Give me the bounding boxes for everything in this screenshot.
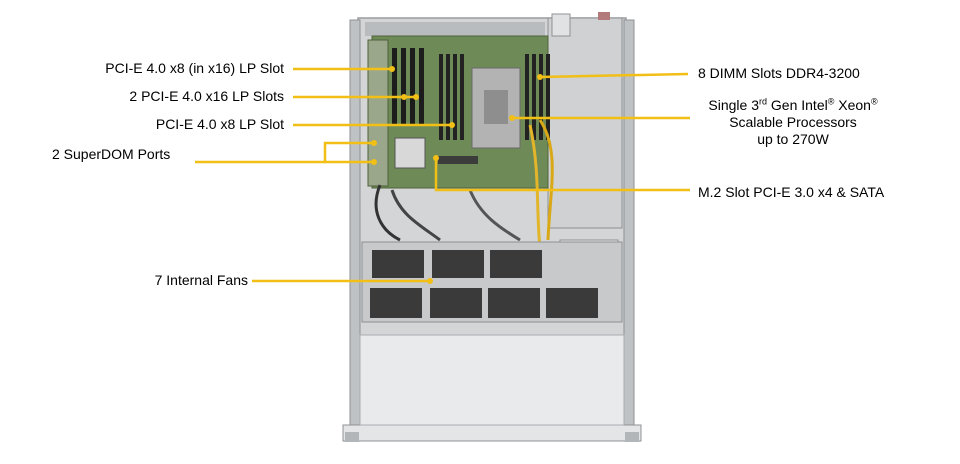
label-cpu-line2: Scalable Processors xyxy=(729,114,857,130)
dimm-bank-left-1 xyxy=(439,54,443,140)
m2-slot xyxy=(438,156,478,164)
dot-superdom-1 xyxy=(371,140,377,146)
pcie-slot-2 xyxy=(401,48,406,126)
fan-6 xyxy=(488,288,540,318)
label-cpu-line1: Single 3rd Gen Intel® Xeon® xyxy=(708,96,878,113)
label-superdom-ports: 2 SuperDOM Ports xyxy=(52,146,171,162)
chassis-right-rail xyxy=(623,19,635,431)
label-pcie-x8-in-x16: PCI-E 4.0 x8 (in x16) LP Slot xyxy=(105,60,284,76)
dimm-bank-left-4 xyxy=(460,54,464,140)
dot-pcie-x8-in-x16 xyxy=(389,66,395,72)
dot-fans xyxy=(427,278,433,284)
psu-bay xyxy=(547,17,623,229)
fan-2 xyxy=(432,250,484,278)
dot-dimm xyxy=(537,74,543,80)
dimm-bank-left-2 xyxy=(446,54,450,140)
fan-4 xyxy=(370,288,422,318)
dimm-bank-right-4 xyxy=(546,54,550,140)
dot-pcie-x16-b xyxy=(413,94,419,100)
leader-dimm xyxy=(539,72,689,79)
front-bezel xyxy=(342,424,642,442)
chipset xyxy=(394,137,426,169)
psu-tab xyxy=(598,12,610,20)
label-cpu: Single 3rd Gen Intel® Xeon® Scalable Pro… xyxy=(693,97,893,148)
cable-dark-3 xyxy=(468,189,521,242)
label-pcie-x16-slots: 2 PCI-E 4.0 x16 LP Slots xyxy=(129,88,284,104)
fan-7 xyxy=(546,288,598,318)
dimm-bank-right-1 xyxy=(525,54,529,140)
dot-superdom-2 xyxy=(371,159,377,165)
dimm-bank-right-2 xyxy=(532,54,536,140)
leader-superdom xyxy=(195,141,374,164)
dot-pcie-x16-a xyxy=(401,94,407,100)
cpu-core xyxy=(484,90,508,124)
label-pcie-x8-slot: PCI-E 4.0 x8 LP Slot xyxy=(155,116,284,132)
cable-dark-2 xyxy=(390,189,441,242)
dimm-bank-left-3 xyxy=(453,54,457,140)
front-handle-right xyxy=(625,432,639,442)
chassis-left-rail xyxy=(349,19,361,431)
cable-dark-1 xyxy=(374,184,401,242)
leader-dots xyxy=(371,66,543,284)
label-m2-slot: M.2 Slot PCI-E 3.0 x4 & SATA xyxy=(698,184,885,200)
front-drive-bay xyxy=(359,334,625,426)
label-dimm-slots: 8 DIMM Slots DDR4-3200 xyxy=(698,65,860,81)
psu-bracket xyxy=(551,13,571,37)
leader-lines xyxy=(195,67,690,283)
pcie-slot-3 xyxy=(410,48,415,126)
cable-yellow-1 xyxy=(538,119,554,241)
fan-1 xyxy=(372,250,424,278)
rear-panel xyxy=(365,22,545,36)
pcie-slot-4 xyxy=(419,48,424,126)
leader-m2 xyxy=(434,158,690,192)
fan-5 xyxy=(430,288,482,318)
label-internal-fans: 7 Internal Fans xyxy=(154,272,248,288)
dot-cpu xyxy=(509,115,515,121)
front-handle-left xyxy=(345,432,359,442)
dimm-bank-right-3 xyxy=(539,54,543,140)
motherboard xyxy=(367,35,550,189)
fan-3 xyxy=(490,250,542,278)
riser-card xyxy=(367,39,389,187)
dot-m2 xyxy=(433,155,439,161)
pcie-slot-1 xyxy=(392,48,397,126)
dot-pcie-x8 xyxy=(449,122,455,128)
label-cpu-line3: up to 270W xyxy=(757,131,829,147)
